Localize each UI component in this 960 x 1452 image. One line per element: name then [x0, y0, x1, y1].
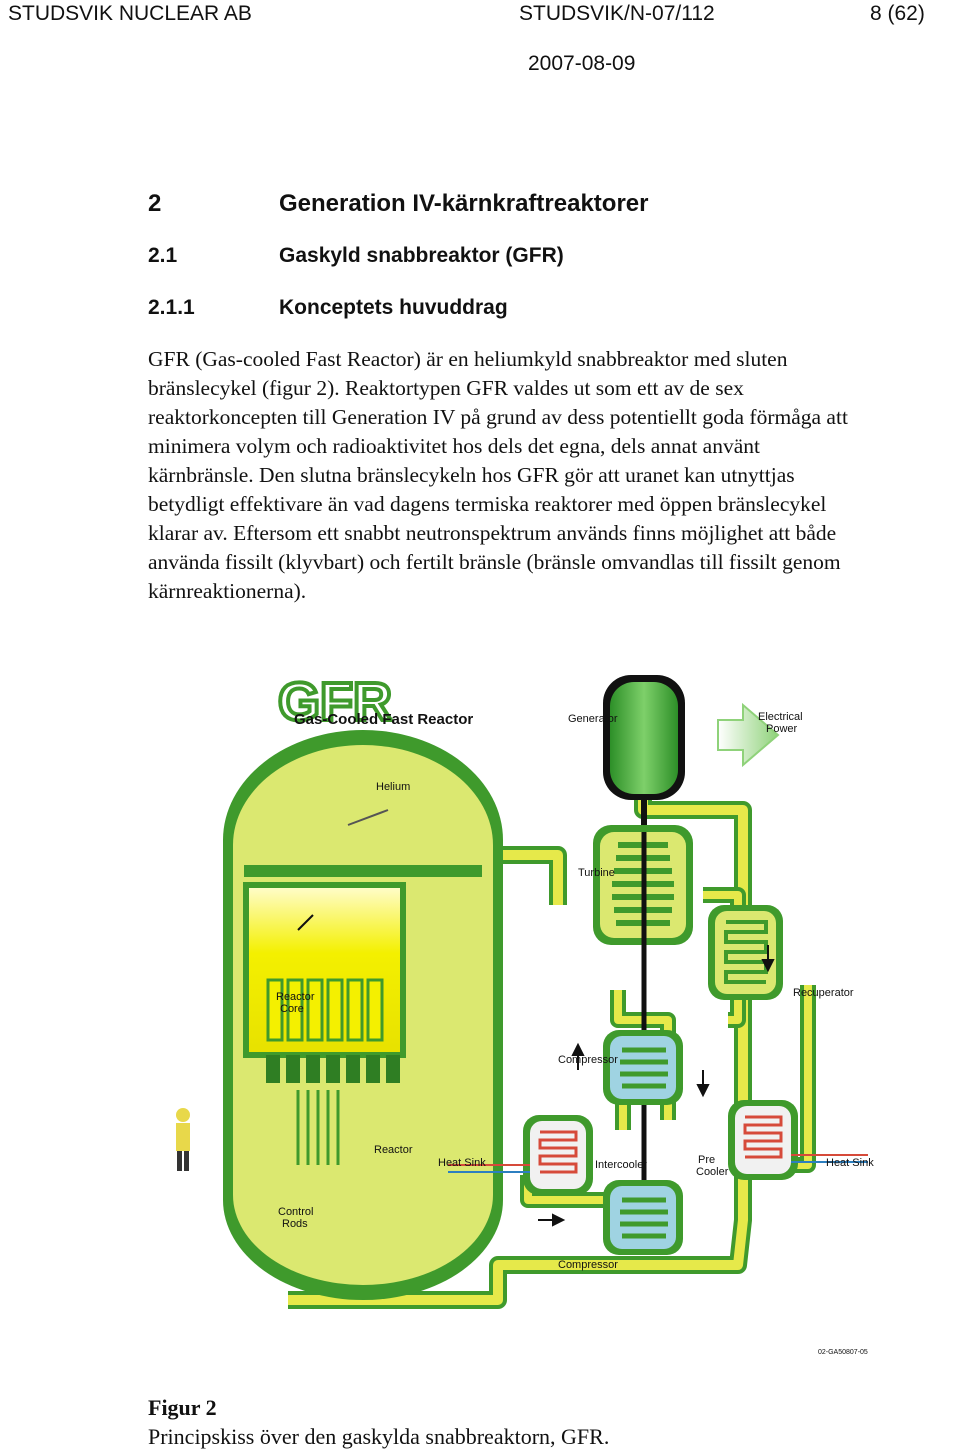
label-reactor-core-2: Core: [280, 1003, 304, 1015]
gfr-logo-text: GFR: [278, 672, 392, 732]
flow-arrows: [538, 945, 775, 1227]
section-heading: 2 Generation IV-kärnkraftreaktorer: [148, 190, 648, 218]
subsubsection-number: 2.1.1: [148, 296, 195, 319]
label-control-rods-2: Rods: [282, 1218, 308, 1230]
header-date: 2007-08-09: [528, 52, 636, 75]
subsection-title: Gaskyld snabbreaktor (GFR): [279, 244, 564, 267]
header-page: 8 (62): [870, 2, 925, 25]
section-title: Generation IV-kärnkraftreaktorer: [279, 190, 649, 217]
control-rod-channels: [266, 1055, 400, 1083]
turbine: [593, 825, 693, 1220]
label-control-rods-1: Control: [278, 1206, 313, 1218]
recuperator: [708, 905, 783, 1000]
electrical-power-arrow-icon: [717, 702, 780, 768]
intercooler: [448, 1115, 593, 1195]
header-report-id: STUDSVIK/N-07/112: [519, 2, 715, 25]
subsubsection-heading: 2.1.1 Konceptets huvuddrag: [148, 296, 508, 320]
generator: [603, 675, 685, 885]
label-heat-sink-right: Heat Sink: [826, 1157, 874, 1169]
label-helium: Helium: [376, 781, 410, 793]
label-electrical-power-2: Power: [766, 723, 798, 735]
pre-cooler: [728, 1100, 868, 1180]
figure-labels: Generator Electrical Power Helium Turbin…: [276, 711, 874, 1356]
gfr-figure: GFR Gas-Cooled Fast Reactor: [148, 660, 928, 1360]
label-heat-sink-left: Heat Sink: [438, 1157, 486, 1169]
label-reactor-core-1: Reactor: [276, 991, 315, 1003]
subsection-heading: 2.1 Gaskyld snabbreaktor (GFR): [148, 244, 564, 268]
subsubsection-title: Konceptets huvuddrag: [279, 296, 508, 319]
subsection-number: 2.1: [148, 244, 178, 267]
gfr-logo-subtitle: Gas-Cooled Fast Reactor: [294, 711, 473, 728]
figure-caption-label: Figur 2: [148, 1395, 217, 1420]
label-intercooler: Intercooler: [595, 1159, 647, 1171]
compressor-top: [603, 1030, 683, 1105]
label-pre-cooler-1: Pre: [698, 1154, 715, 1166]
label-figure-code: 02-GA50807-05: [818, 1349, 868, 1356]
label-compressor-top: Compressor: [558, 1054, 618, 1066]
reactor-vessel: [223, 730, 503, 1300]
label-compressor-bottom: Compressor: [558, 1259, 618, 1271]
label-recuperator: Recuperator: [793, 987, 854, 999]
reactor-core-fuel: [266, 978, 384, 1042]
person-scale-icon: [176, 1108, 190, 1171]
gfr-logo: GFR Gas-Cooled Fast Reactor: [276, 670, 473, 734]
label-turbine: Turbine: [578, 867, 615, 879]
label-reactor: Reactor: [374, 1144, 413, 1156]
figure-caption-text: Principskiss över den gaskylda snabbreak…: [148, 1424, 610, 1449]
label-electrical-power-1: Electrical: [758, 711, 803, 723]
body-paragraph: GFR (Gas-cooled Fast Reactor) är en heli…: [148, 347, 848, 603]
section-number: 2: [148, 190, 162, 217]
control-rods: [296, 1090, 340, 1165]
compressor-bottom: [603, 1180, 683, 1255]
header-company: STUDSVIK NUCLEAR AB: [8, 2, 252, 25]
label-pre-cooler-2: Cooler: [696, 1166, 729, 1178]
gfr-diagram: GFR Gas-Cooled Fast Reactor: [176, 670, 874, 1356]
label-generator: Generator: [568, 713, 618, 725]
